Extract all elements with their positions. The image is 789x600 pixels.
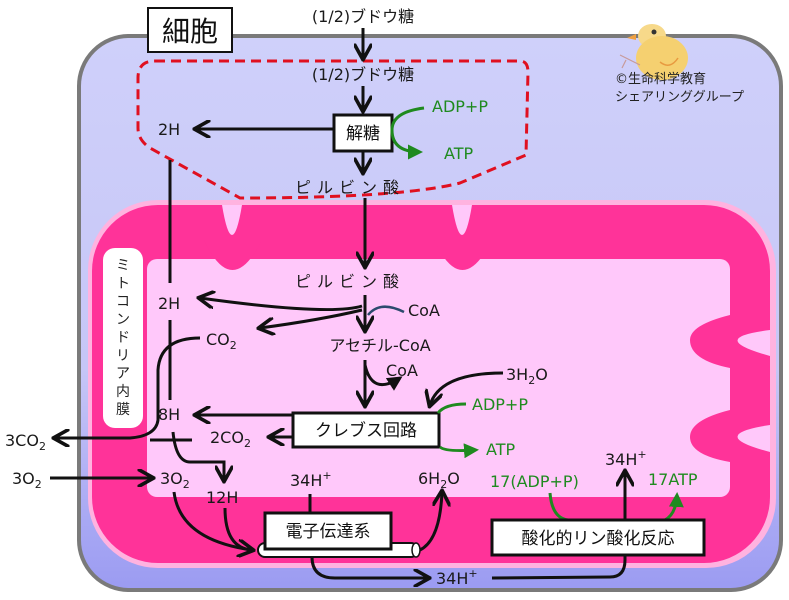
- chick-mascot-icon: [619, 24, 688, 80]
- arrow-pyruvate-2h: [200, 298, 363, 312]
- membrane-char: 膜: [116, 402, 130, 418]
- hplus-return-line: [491, 472, 625, 580]
- membrane-char: リ: [116, 348, 130, 364]
- h12-label: 12H: [206, 488, 238, 507]
- krebs-cycle-label: クレブス回路: [315, 420, 417, 441]
- hplus-bottom-label: 34H+: [436, 567, 478, 588]
- credit-line-2: シェアリンググループ: [615, 90, 744, 105]
- etc-hplus-label: 34H+: [290, 469, 332, 490]
- membrane-char: 内: [116, 384, 130, 400]
- arrow-o2-etc: [172, 491, 252, 550]
- oxidative-phosphorylation-label: 酸化的リン酸化反応: [522, 529, 675, 549]
- crista-top-2: [434, 205, 492, 270]
- glycolysis-atp-label: ATP: [444, 144, 473, 163]
- krebs-adp-line: [436, 402, 467, 415]
- co2-2-label: 2CO2: [210, 428, 251, 450]
- mitochondria-matrix: [147, 259, 730, 497]
- krebs-adp-label: ADP+P: [472, 395, 528, 414]
- atp17-label: 17ATP: [648, 470, 698, 489]
- crista-right-2: [690, 410, 730, 462]
- arrow-etc-hplus-out: [310, 556, 428, 578]
- glucose-inside-label: (1/2)ブドウ糖: [312, 65, 414, 84]
- hplus-top-label: 34H+: [605, 448, 647, 469]
- membrane-char: ド: [116, 330, 130, 346]
- water-label: 3H2O: [506, 365, 548, 387]
- arrow-pyruvate-co2: [260, 308, 363, 328]
- etc-label: 電子伝達系: [286, 522, 371, 542]
- glycolysis-label: 解糖: [346, 124, 380, 144]
- krebs-atp-arrow: [438, 443, 479, 459]
- adp17-label: 17(ADP+P): [490, 472, 579, 491]
- h8-label: 8H: [158, 405, 180, 424]
- o2-outside-label: 3O2: [12, 469, 42, 491]
- matrix-2h-label: 2H: [158, 294, 180, 313]
- cell-title-box: 細胞: [147, 7, 233, 53]
- krebs-cycle-box: [291, 411, 441, 449]
- coa-in-label: CoA: [408, 301, 440, 320]
- arrow-8h-12h: [171, 431, 224, 480]
- coa-join-line: [367, 305, 405, 316]
- co2-label: CO2: [206, 330, 237, 352]
- membrane-char: ア: [116, 366, 130, 382]
- cytoplasm-glycolysis-region: [136, 59, 530, 200]
- crista-top-1: [204, 205, 262, 270]
- acetyl-coa-label: アセチル-CoA: [329, 336, 430, 355]
- pyruvate-cytoplasm-label: ピルビン酸: [295, 178, 405, 197]
- arrow-coa-release: [363, 364, 403, 391]
- membrane-char: ト: [116, 276, 130, 292]
- glycolysis-adp-label: ADP+P: [432, 97, 488, 116]
- credit-line-1: ©生命科学教育: [615, 71, 706, 87]
- co2-3-label: 3CO2: [5, 431, 46, 453]
- krebs-atp-label: ATP: [486, 440, 515, 459]
- oxidative-phosphorylation-box: [490, 518, 706, 557]
- water6-label: 6H2O: [418, 469, 460, 491]
- arrow-etc-water: [419, 492, 442, 552]
- inner-membrane-label: ミ ト コ ン ド リ ア 内 膜: [103, 248, 143, 428]
- glycolysis-2h-label: 2H: [158, 120, 180, 139]
- co2-exit-line: [55, 336, 201, 438]
- glycolysis-box: [332, 113, 394, 153]
- arrow-adp-atp-glycolysis: [390, 106, 425, 160]
- etc-box: [263, 511, 393, 551]
- o2-inside-label: 3O2: [160, 469, 190, 491]
- membrane-char: ミ: [116, 258, 130, 274]
- membrane-char: ン: [116, 312, 130, 328]
- coa-out-label: CoA: [386, 361, 418, 380]
- cell-title: 細胞: [162, 15, 218, 48]
- arrow-water-krebs: [430, 371, 504, 405]
- arrow-12h-etc: [223, 507, 253, 552]
- mitochondrion: [88, 200, 776, 568]
- glucose-outside-label: (1/2)ブドウ糖: [312, 7, 414, 26]
- crista-right-1: [690, 315, 730, 368]
- pyruvate-matrix-label: ピルビン酸: [295, 272, 405, 291]
- membrane-char: コ: [116, 294, 130, 310]
